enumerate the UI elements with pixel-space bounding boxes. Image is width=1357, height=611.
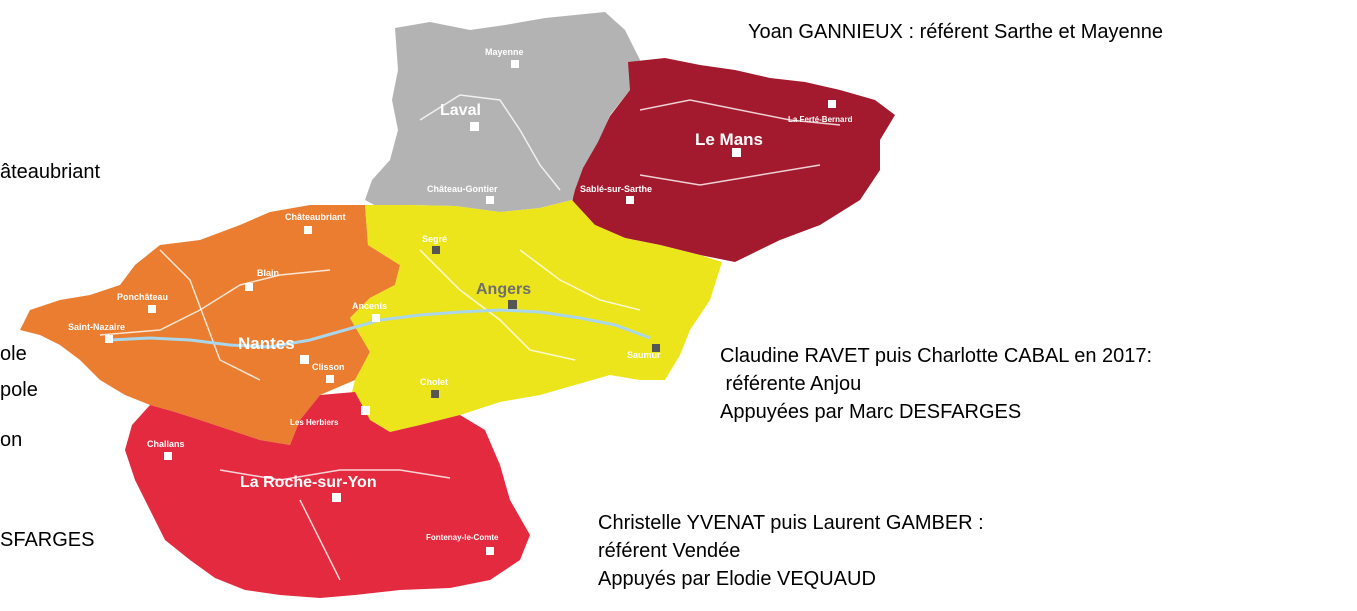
marker-saumur [652, 344, 660, 352]
marker-chateau-gontier [486, 196, 494, 204]
region-maine-et-loire [350, 200, 722, 432]
label-angers: Angers [476, 281, 531, 298]
marker-blain [245, 283, 253, 291]
fragment-desfarges: SFARGES [0, 529, 95, 551]
marker-le-mans [732, 148, 741, 157]
marker-pontchateau [148, 305, 156, 313]
marker-la-ferte-bernard [828, 100, 836, 108]
label-chateaubriant: Châteaubriant [285, 212, 346, 222]
label-sable: Sablé-sur-Sarthe [580, 184, 652, 194]
marker-la-roche [332, 493, 341, 502]
label-les-herbiers: Les Herbiers [290, 418, 339, 427]
label-ancenis: Ancenis [352, 301, 387, 311]
city-markers [105, 60, 836, 555]
city-labels: Mayenne Laval Château-Gontier La Ferté-B… [68, 47, 853, 542]
label-blain: Blain [257, 268, 279, 278]
region-sarthe [570, 58, 895, 262]
label-chateau-gontier: Château-Gontier [427, 184, 498, 194]
fragment-chateaubriant: âteaubriant [0, 161, 101, 183]
label-pontchateau: Ponchâteau [117, 292, 168, 302]
marker-ancenis [372, 314, 380, 322]
marker-angers [508, 300, 517, 309]
marker-fontenay [486, 547, 494, 555]
label-saumur: Saumur [627, 350, 661, 360]
annotation-vendee-line-3: Appuyés par Elodie VEQUAUD [598, 568, 876, 590]
annotation-anjou: Claudine RAVET puis Charlotte CABAL en 2… [720, 342, 1152, 426]
marker-saint-nazaire [105, 335, 113, 343]
annotation-anjou-line-1: Claudine RAVET puis Charlotte CABAL en 2… [720, 345, 1153, 367]
internal-borders [99, 94, 841, 581]
marker-nantes [300, 355, 309, 364]
fragment-on: on [0, 429, 23, 451]
label-la-roche: La Roche-sur-Yon [240, 474, 377, 491]
marker-challans [164, 452, 172, 460]
fragment-pole: pole [0, 379, 38, 401]
label-fontenay: Fontenay-le-Comte [426, 533, 499, 542]
annotation-anjou-line-3: Appuyées par Marc DESFARGES [720, 401, 1022, 423]
fragment-ole: ole [0, 343, 27, 365]
label-saint-nazaire: Saint-Nazaire [68, 322, 125, 332]
marker-laval [470, 122, 479, 131]
marker-clisson [326, 375, 334, 383]
label-segre: Segré [422, 234, 447, 244]
region-mayenne [365, 12, 640, 212]
region-vendee [125, 392, 530, 598]
marker-segre [432, 246, 440, 254]
marker-chateaubriant [304, 226, 312, 234]
marker-mayenne [511, 60, 519, 68]
marker-cholet [431, 390, 439, 398]
annotation-vendee-line-1: Christelle YVENAT puis Laurent GAMBER : [598, 512, 984, 534]
label-laval: Laval [440, 102, 481, 119]
annotation-anjou-line-2: référente Anjou [720, 373, 862, 395]
label-clisson: Clisson [312, 362, 345, 372]
annotation-vendee: Christelle YVENAT puis Laurent GAMBER : … [598, 509, 984, 593]
label-la-ferte-bernard: La Ferté-Bernard [788, 115, 853, 124]
label-nantes: Nantes [238, 334, 295, 353]
annotation-vendee-line-2: référent Vendée [598, 540, 741, 562]
marker-sable [626, 196, 634, 204]
label-mayenne: Mayenne [485, 47, 524, 57]
marker-les-herbiers [361, 406, 370, 415]
label-le-mans: Le Mans [695, 130, 763, 149]
label-challans: Challans [147, 439, 185, 449]
annotation-sarthe-mayenne: Yoan GANNIEUX : référent Sarthe et Mayen… [748, 21, 1164, 43]
region-loire-atlantique [20, 205, 400, 445]
label-cholet: Cholet [420, 377, 448, 387]
